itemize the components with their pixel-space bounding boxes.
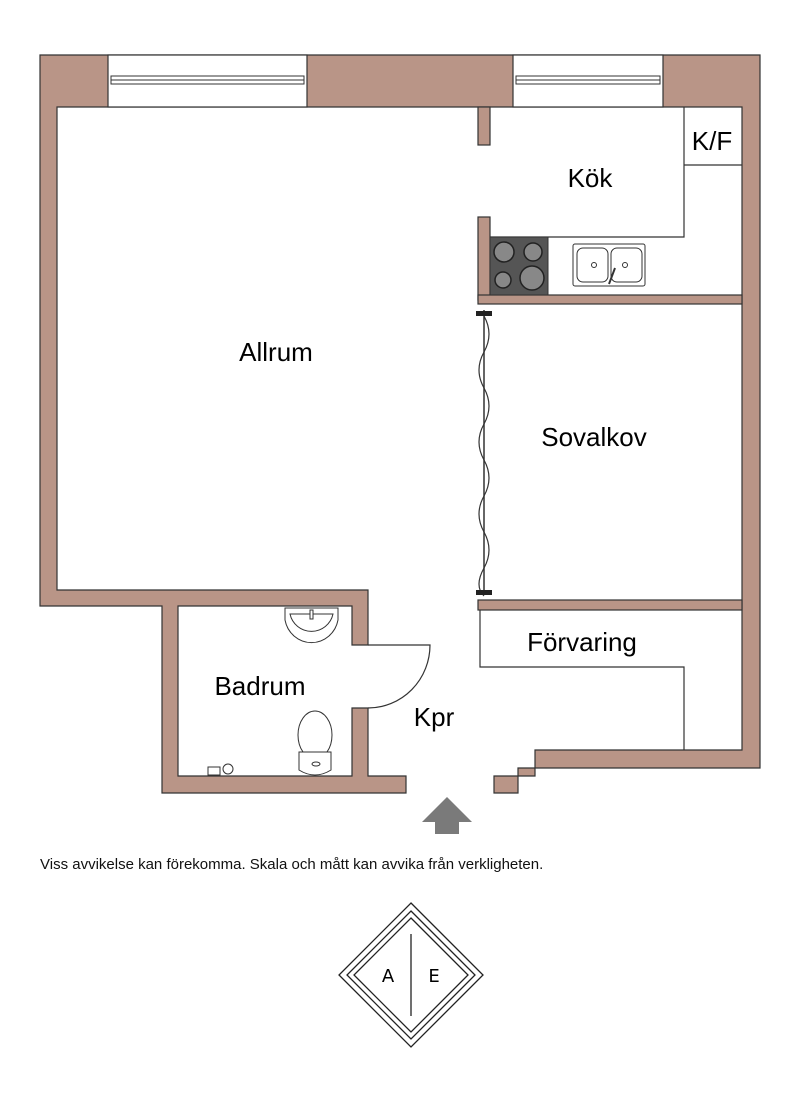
window xyxy=(107,54,308,108)
logo-letter-right: E xyxy=(428,966,439,987)
room-label-sovalkov: Sovalkov xyxy=(541,422,647,452)
room-label-kok: Kök xyxy=(568,163,614,193)
kitchen-wall-stub xyxy=(477,106,491,146)
toilet-icon xyxy=(297,710,333,776)
room-label-allrum: Allrum xyxy=(239,337,313,367)
kitchen-counter xyxy=(490,107,742,238)
room-label-kpr: Kpr xyxy=(414,702,455,732)
disclaimer-text: Viss avvikelse kan förekomma. Skala och … xyxy=(40,856,544,873)
kitchen-wall xyxy=(477,216,491,301)
logo xyxy=(338,902,484,1048)
storage-cabinet xyxy=(479,610,685,750)
bedroom-storage-wall xyxy=(477,599,743,611)
room-label-forvaring: Förvaring xyxy=(527,627,637,657)
floor-drain-icon xyxy=(207,763,234,776)
stove-burners xyxy=(493,241,545,291)
kitchen-bedroom-wall xyxy=(477,294,743,305)
logo-letter-left: A xyxy=(382,966,395,987)
bathroom-door[interactable] xyxy=(367,644,431,709)
room-label-badrum: Badrum xyxy=(214,671,305,701)
curtain-divider xyxy=(476,310,492,597)
window xyxy=(512,54,664,108)
sink-icon xyxy=(572,243,646,287)
room-label-kf: K/F xyxy=(692,126,732,156)
washbasin-icon xyxy=(284,607,339,644)
outer-wall xyxy=(39,54,761,794)
entrance-arrow-icon xyxy=(422,797,472,834)
